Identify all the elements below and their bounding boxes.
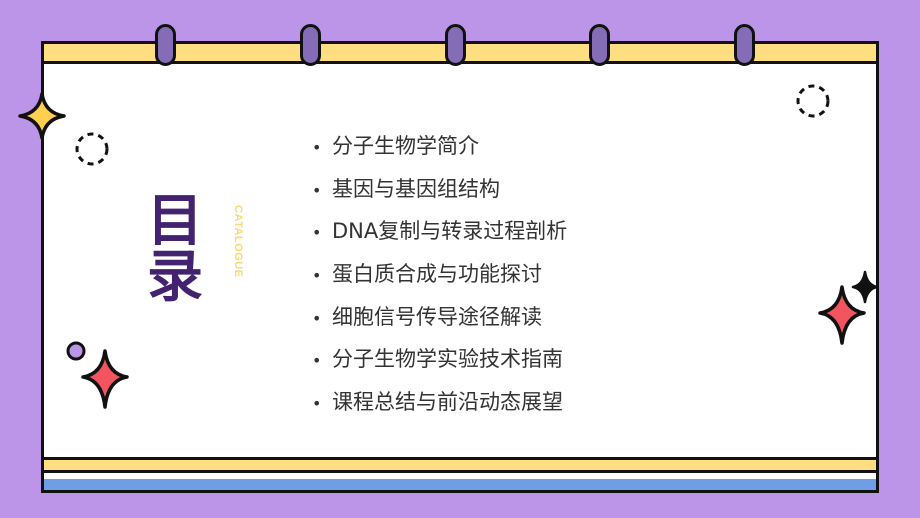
sparkle-red-icon — [818, 285, 866, 345]
sparkle-black-icon — [851, 270, 879, 304]
notebook-board — [41, 41, 879, 493]
title-char: 目 — [147, 189, 203, 254]
bullet-icon: • — [312, 266, 322, 286]
binder-ring-icon — [589, 24, 610, 66]
toc-item-label: 蛋白质合成与功能探讨 — [332, 262, 542, 287]
binder-ring-icon — [300, 24, 321, 66]
toc-item[interactable]: • 分子生物学实验技术指南 — [312, 341, 567, 384]
bullet-icon: • — [312, 180, 322, 200]
bullet-icon: • — [312, 223, 322, 243]
page-title: 目 录 — [143, 194, 207, 306]
toc-item-label: 细胞信号传导途径解读 — [332, 304, 542, 329]
dashed-circle-icon — [796, 84, 830, 118]
bottom-blue-band — [44, 479, 876, 490]
sparkle-yellow-icon — [18, 92, 66, 140]
toc-item[interactable]: • 基因与基因组结构 — [312, 171, 567, 214]
toc-item[interactable]: • 分子生物学简介 — [312, 128, 567, 171]
dashed-circle-icon — [75, 132, 109, 166]
bullet-icon: • — [312, 394, 322, 414]
toc-item-label: 基因与基因组结构 — [332, 176, 500, 201]
sparkle-red-icon — [81, 349, 129, 409]
bullet-icon: • — [312, 351, 322, 371]
binder-ring-icon — [155, 24, 176, 66]
binder-ring-icon — [445, 24, 466, 66]
binder-ring-icon — [734, 24, 755, 66]
toc-item[interactable]: • 课程总结与前沿动态展望 — [312, 384, 567, 427]
subtitle-catalogue: CATALOGUE — [232, 205, 244, 278]
toc-item[interactable]: • 蛋白质合成与功能探讨 — [312, 256, 567, 299]
toc-item-label: 分子生物学简介 — [332, 134, 479, 158]
toc-item-label: DNA复制与转录过程剖析 — [332, 219, 568, 244]
table-of-contents: • 分子生物学简介 • 基因与基因组结构 • DNA复制与转录过程剖析 • 蛋白质合成与… — [312, 128, 567, 427]
bullet-icon: • — [312, 138, 322, 157]
small-purple-circle-icon — [66, 341, 86, 361]
toc-item[interactable]: • DNA复制与转录过程剖析 — [312, 213, 567, 256]
bullet-icon: • — [312, 308, 322, 328]
toc-item-label: 分子生物学实验技术指南 — [332, 347, 563, 372]
bottom-yellow-band — [44, 457, 876, 473]
title-char: 录 — [147, 245, 203, 310]
toc-item[interactable]: • 细胞信号传导途径解读 — [312, 299, 567, 342]
toc-item-label: 课程总结与前沿动态展望 — [332, 390, 563, 415]
